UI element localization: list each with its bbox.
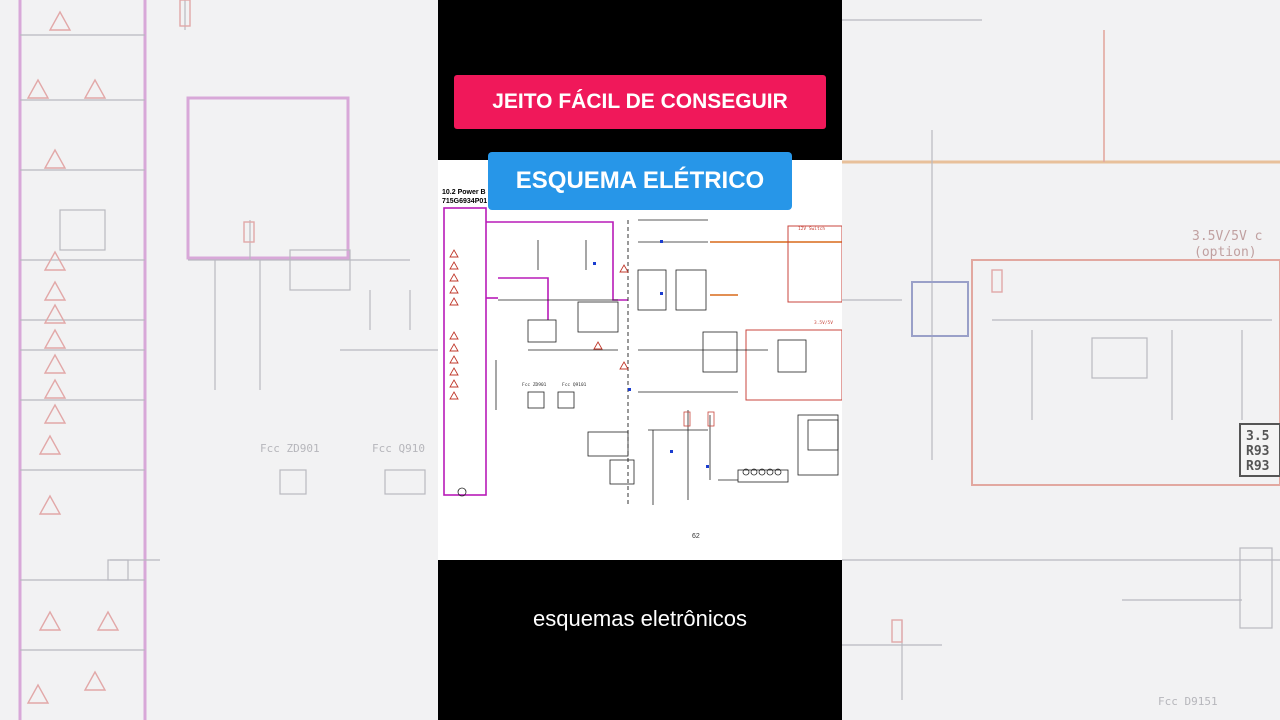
headline-top-banner: JEITO FÁCIL DE CONSEGUIR [454,75,826,129]
background-right-schematic: 3.5V/5V c (option) 3.5 R93 R93 Fcc D9151 [842,0,1280,720]
schematic-title-line1: 10.2 Power B [442,189,486,196]
schematic-35v-label: 3.5V/5V [814,320,833,326]
video-frame: Fcc ZD901 Fcc Q9101 12V Switch 3.5V/5V 1… [438,0,842,720]
right-fcc-label: Fcc D9151 [1158,695,1218,708]
background-left-schematic: Fcc ZD901 Fcc Q910 [0,0,438,720]
schematic-title: 10.2 Power B 715G6934P01 [442,188,487,206]
left-fcc-label-b: Fcc Q910 [372,442,425,455]
left-schematic-graphic: Fcc ZD901 Fcc Q910 [18,0,438,720]
schematic-page-number: 62 [692,533,700,540]
right-box-line1: 3.5 [1246,429,1269,444]
right-35v-label: 3.5V/5V c [1192,229,1262,244]
video-caption: esquemas eletrônicos [532,606,747,631]
schematic-sheet: Fcc ZD901 Fcc Q9101 12V Switch 3.5V/5V 1… [438,160,842,560]
schematic-fcc-label-a: Fcc ZD901 [522,382,547,388]
schematic-fcc-label-b: Fcc Q9101 [562,382,587,388]
right-box-line2: R93 [1246,444,1269,459]
headline-bottom-banner: ESQUEMA ELÉTRICO [488,152,792,210]
right-option-label: (option) [1194,245,1257,260]
right-schematic-graphic: 3.5V/5V c (option) 3.5 R93 R93 Fcc D9151 [842,19,1280,708]
schematic-12v-label: 12V Switch [798,226,825,232]
schematic-title-line2: 715G6934P01 [442,198,488,205]
left-fcc-label-a: Fcc ZD901 [260,442,320,455]
right-box-line3: R93 [1246,459,1269,474]
schematic-diagram: Fcc ZD901 Fcc Q9101 12V Switch 3.5V/5V [443,207,842,505]
